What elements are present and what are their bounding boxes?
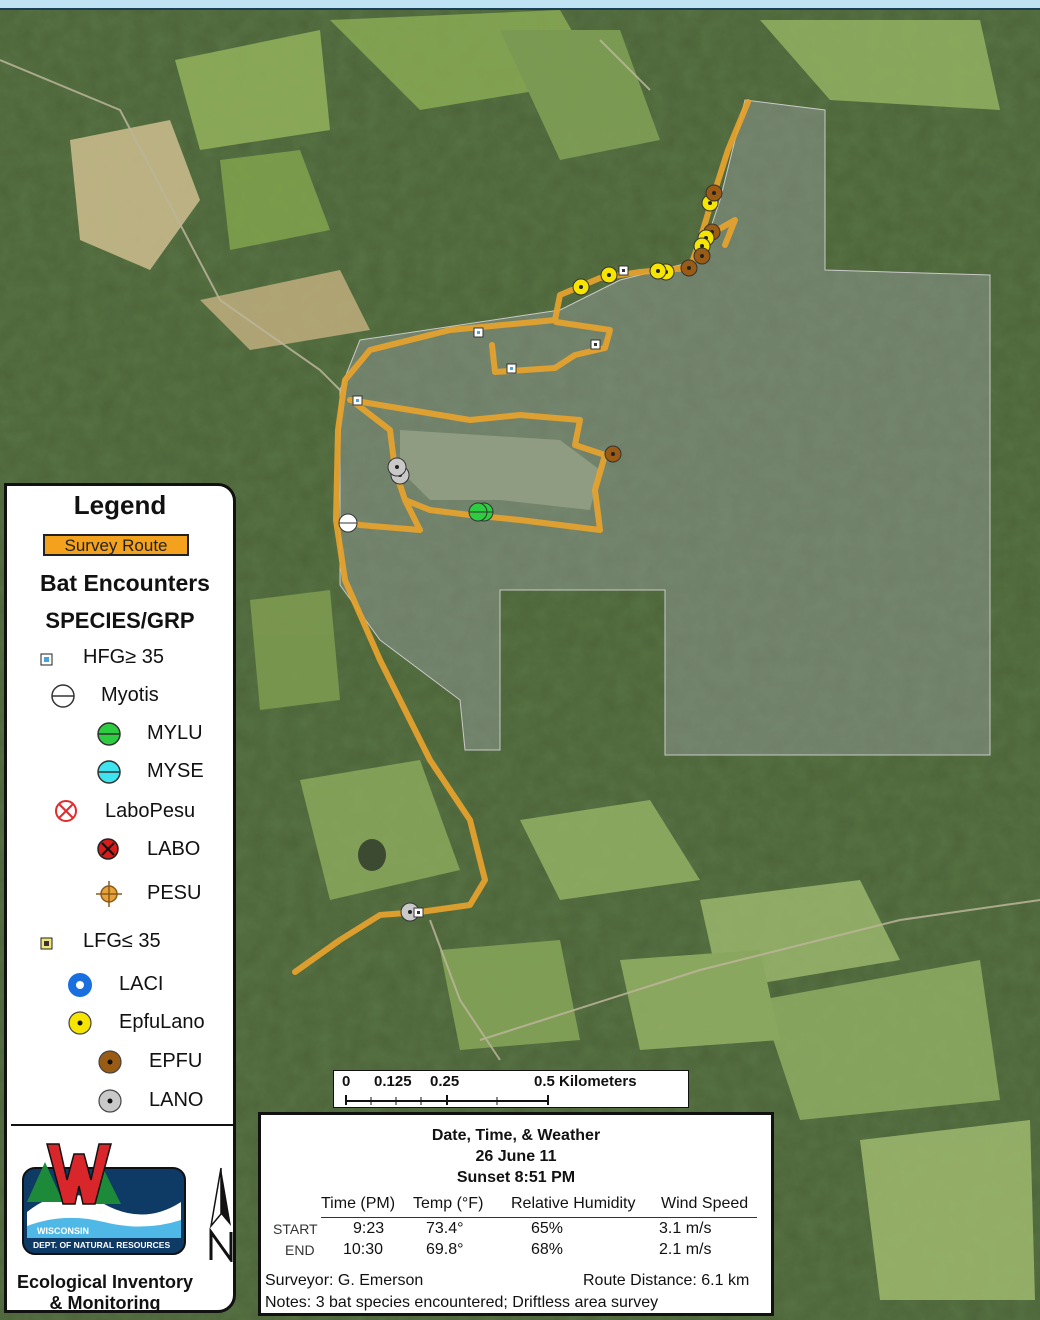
legend-label-lano: LANO (149, 1089, 204, 1111)
org-name: Ecological Inventory & Monitoring (7, 1272, 203, 1314)
pond (400, 430, 600, 510)
legend-label-mylu: MYLU (147, 722, 203, 744)
scale-tick-0125: 0.125 (374, 1073, 412, 1090)
scale-ruler (345, 1095, 549, 1105)
legend-label-epfulano: EpfuLano (119, 1011, 205, 1033)
top-border (0, 0, 1040, 10)
myse-circle-icon (97, 760, 121, 784)
notes: Notes: 3 bat species encountered; Driftl… (265, 1294, 659, 1311)
survey-route-swatch: Survey Route (43, 534, 189, 556)
info-date: 26 June 11 (475, 1148, 557, 1165)
surveyor: Surveyor: G. Emerson (265, 1272, 424, 1289)
org-line2: & Monitoring (49, 1293, 161, 1313)
scale-tick-05: 0.5 Kilometers (534, 1073, 637, 1090)
info-sunset: Sunset 8:51 PM (456, 1169, 576, 1186)
legend-label-epfu: EPFU (149, 1050, 203, 1072)
legend-title: Legend (73, 490, 167, 520)
small-pond (358, 839, 386, 871)
row-start-temp: 73.4° (426, 1220, 464, 1237)
epfu-dot-icon (98, 1050, 122, 1074)
legend-divider (11, 1124, 233, 1126)
north-arrow-icon (209, 1167, 233, 1262)
labopesu-x-icon (55, 800, 77, 822)
legend-label-laci: LACI (119, 973, 164, 995)
row-start-label: START (273, 1221, 318, 1237)
scale-tick-025: 0.25 (430, 1073, 460, 1090)
header-wind: Wind Speed (661, 1195, 749, 1212)
row-end-temp: 69.8° (426, 1241, 464, 1258)
header-time: Time (PM) (321, 1195, 396, 1212)
logo-line2: DEPT. OF NATURAL RESOURCES (33, 1240, 170, 1250)
legend-label-myotis: Myotis (101, 684, 159, 706)
row-start-wind: 3.1 m/s (659, 1220, 712, 1237)
lano-dot-icon (98, 1089, 122, 1113)
legend-label-lfg: LFG≤ 35 (83, 930, 161, 952)
legend-label-labo: LABO (147, 838, 201, 860)
roads (0, 39, 1040, 1061)
scale-bar: 0 0.125 0.25 0.5 Kilometers (333, 1070, 689, 1108)
row-end-label: END (285, 1242, 315, 1258)
farm-fields (70, 10, 1035, 1300)
epfulano-dot-icon (68, 1011, 92, 1035)
weather-info-box: Date, Time, & Weather 26 June 11 Sunset … (258, 1112, 774, 1316)
pesu-crosshair-icon (96, 881, 122, 907)
scale-tick-0: 0 (342, 1073, 351, 1090)
header-temp: Temp (°F) (413, 1195, 484, 1212)
row-start-humidity: 65% (531, 1220, 564, 1237)
species-group-heading: SPECIES/GRP (45, 608, 195, 633)
study-area-boundary (339, 99, 991, 756)
labo-x-icon (97, 838, 119, 860)
route-distance: Route Distance: 6.1 km (583, 1272, 750, 1289)
row-end-wind: 2.1 m/s (659, 1241, 712, 1258)
wisconsin-dnr-logo: WISCONSIN DEPT. OF NATURAL RESOURCES (22, 1143, 186, 1255)
header-humidity: Relative Humidity (511, 1195, 636, 1212)
legend-panel: Legend Survey Route Bat Encounters SPECI… (4, 483, 236, 1313)
bat-encounters-heading: Bat Encounters (40, 570, 210, 596)
header-rule (321, 1217, 757, 1218)
org-line1: Ecological Inventory (16, 1272, 194, 1292)
mylu-circle-icon (97, 722, 121, 746)
row-end-humidity: 68% (531, 1241, 564, 1258)
row-start-time: 9:23 (353, 1220, 385, 1237)
legend-label-myse: MYSE (147, 760, 204, 782)
legend-label-pesu: PESU (147, 882, 202, 904)
info-title: Date, Time, & Weather (431, 1127, 601, 1144)
hfg-square-icon (40, 653, 53, 666)
legend-label-hfg: HFG≥ 35 (83, 646, 164, 668)
laci-ring-icon (68, 973, 92, 997)
logo-line1: WISCONSIN (37, 1226, 89, 1236)
row-end-time: 10:30 (343, 1241, 384, 1258)
legend-label-labopesu: LaboPesu (105, 800, 196, 822)
myotis-circle-icon (51, 684, 75, 708)
lfg-square-icon (40, 937, 53, 950)
